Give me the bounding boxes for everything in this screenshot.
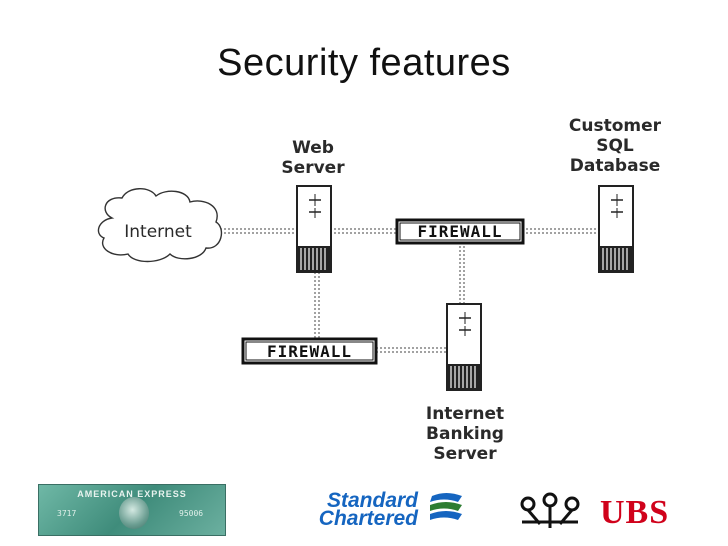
database-label-line3: Database bbox=[569, 156, 661, 176]
ubs-keys-logo-icon bbox=[520, 492, 580, 528]
database-label-line1: Customer bbox=[568, 116, 662, 136]
standard-chartered-logo: Standard Chartered bbox=[248, 489, 418, 530]
amex-card-number-right: 95006 bbox=[179, 509, 204, 518]
web-server-label: Web Server bbox=[268, 138, 358, 178]
banking-server-label-line1: Internet bbox=[425, 404, 505, 424]
banking-server-label-line3: Server bbox=[433, 444, 497, 464]
connection-lines bbox=[220, 228, 598, 353]
amex-centurion-icon bbox=[119, 497, 149, 529]
amex-card-text: AMERICAN EXPRESS bbox=[77, 489, 187, 499]
web-server-label-line1: Web bbox=[292, 138, 334, 158]
database-label-line2: SQL bbox=[596, 136, 634, 156]
standard-chartered-line1: Standard bbox=[326, 489, 418, 512]
banking-server-icon bbox=[446, 303, 482, 391]
banking-server-label-line2: Banking bbox=[426, 424, 504, 444]
firewall-top-box bbox=[395, 218, 525, 245]
amex-card-number-left: 3717 bbox=[57, 509, 77, 518]
internet-cloud-icon bbox=[97, 188, 223, 263]
standard-chartered-line2: Chartered bbox=[318, 507, 418, 530]
ubs-logo-text: UBS bbox=[600, 494, 670, 531]
slide-title: Security features bbox=[217, 42, 511, 84]
web-server-icon bbox=[296, 185, 332, 273]
amex-card-logo: AMERICAN EXPRESS 3717 95006 bbox=[38, 484, 226, 536]
database-server-icon bbox=[598, 185, 634, 273]
database-label: Customer SQL Database bbox=[560, 116, 670, 176]
firewall-bottom-label: FIREWALL bbox=[266, 342, 353, 361]
firewall-bottom-box bbox=[241, 337, 378, 365]
internet-label: Internet bbox=[124, 222, 192, 242]
firewall-top-label: FIREWALL bbox=[417, 222, 503, 241]
banking-server-label: Internet Banking Server bbox=[410, 404, 520, 464]
standard-chartered-logo-icon bbox=[430, 493, 462, 520]
web-server-label-line2: Server bbox=[281, 158, 345, 178]
